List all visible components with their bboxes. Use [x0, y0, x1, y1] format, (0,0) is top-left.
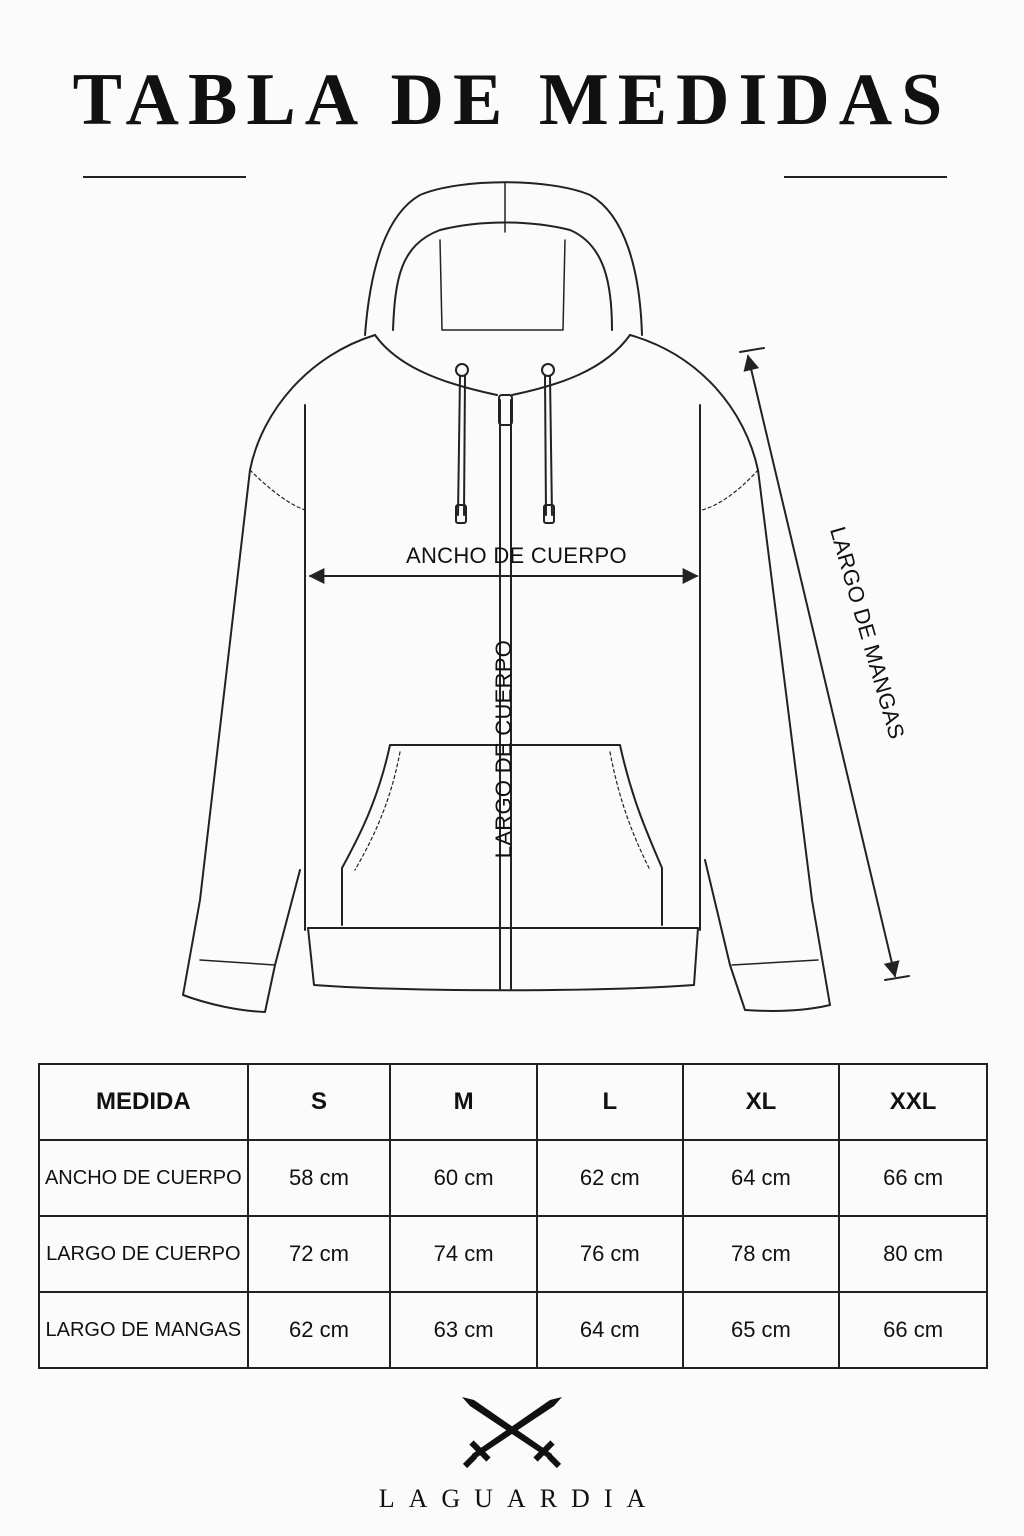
cell: 78 cm	[681, 1215, 841, 1293]
header-cell: L	[535, 1063, 684, 1141]
cell: 58 cm	[246, 1139, 392, 1217]
kangaroo-pocket	[341, 744, 663, 926]
cell: 64 cm	[535, 1291, 684, 1369]
hem-band	[307, 927, 699, 992]
cell: 60 cm	[389, 1139, 538, 1217]
cell: 62 cm	[535, 1139, 684, 1217]
right-sleeve	[629, 334, 831, 1012]
cell: 80 cm	[838, 1215, 988, 1293]
cell: 65 cm	[681, 1291, 841, 1369]
title-divider-left	[83, 176, 246, 178]
cell: 66 cm	[838, 1291, 988, 1369]
hood-inner	[392, 221, 613, 331]
cell: 64 cm	[681, 1139, 841, 1217]
table-row: LARGO DE MANGAS 62 cm 63 cm 64 cm 65 cm …	[38, 1291, 988, 1369]
title-divider-right	[784, 176, 947, 178]
header-cell: XXL	[838, 1063, 988, 1141]
row-label: ANCHO DE CUERPO	[38, 1139, 249, 1217]
page-title: TABLA DE MEDIDAS	[72, 59, 952, 141]
cell: 76 cm	[535, 1215, 684, 1293]
cell: 62 cm	[246, 1291, 392, 1369]
header-cell: M	[389, 1063, 538, 1141]
row-label: LARGO DE MANGAS	[38, 1291, 249, 1369]
header-cell: MEDIDA	[38, 1063, 249, 1141]
table-row: ANCHO DE CUERPO 58 cm 60 cm 62 cm 64 cm …	[38, 1139, 988, 1217]
cell: 72 cm	[246, 1215, 392, 1293]
label-ancho-cuerpo: ANCHO DE CUERPO	[406, 543, 627, 568]
left-sleeve	[182, 334, 376, 1013]
cell: 74 cm	[389, 1215, 538, 1293]
header-cell: XL	[681, 1063, 841, 1141]
row-label: LARGO DE CUERPO	[38, 1215, 249, 1293]
largo-mangas-arrow	[743, 354, 900, 978]
cell: 66 cm	[838, 1139, 988, 1217]
cell: 63 cm	[389, 1291, 538, 1369]
table-header-row: MEDIDA S M L XL XXL	[38, 1063, 988, 1141]
drawstring-right	[544, 375, 553, 516]
header-cell: S	[246, 1063, 392, 1141]
size-table: MEDIDA S M L XL XXL ANCHO DE CUERPO 58 c…	[38, 1063, 988, 1369]
drawstring-left	[457, 375, 466, 516]
zipper	[499, 399, 512, 991]
brand-name: LAGUARDIA	[378, 1484, 660, 1513]
label-largo-cuerpo: LARGO DE CUERPO	[491, 639, 517, 859]
crossed-swords-icon	[462, 1397, 562, 1469]
table-row: LARGO DE CUERPO 72 cm 74 cm 76 cm 78 cm …	[38, 1215, 988, 1293]
